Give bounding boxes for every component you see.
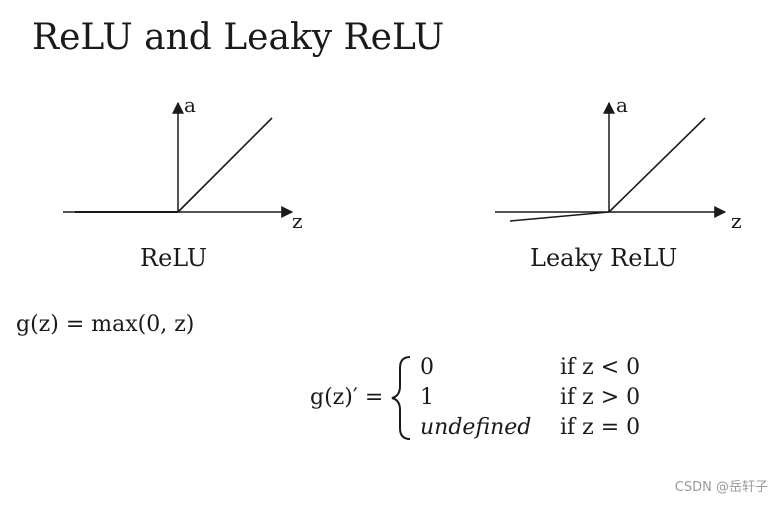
leaky-relu-caption: Leaky ReLU	[530, 244, 678, 272]
case-condition-1: if z > 0	[560, 385, 641, 410]
relu-y-axis-label: a	[184, 93, 196, 117]
case-value-1: 1	[420, 385, 434, 410]
leaky-relu-x-axis-label: z	[731, 209, 742, 233]
leaky-relu-diagram	[495, 101, 727, 222]
relu-positive-segment	[177, 117, 273, 213]
page-title: ReLU and Leaky ReLU	[32, 17, 445, 58]
case-value-2: undefined	[420, 415, 532, 440]
case-value-0: 0	[420, 355, 434, 380]
case-condition-0: if z < 0	[560, 355, 641, 380]
relu-x-axis-label: z	[292, 209, 303, 233]
leaky-relu-positive-segment	[608, 117, 706, 213]
leaky-relu-y-axis-label: a	[616, 93, 628, 117]
relu-caption: ReLU	[140, 244, 208, 272]
derivative-lhs: g(z)′ =	[310, 385, 384, 410]
relu-diagram	[63, 101, 294, 218]
watermark: CSDN @岳轩子	[674, 480, 768, 495]
case-condition-2: if z = 0	[560, 415, 641, 440]
g-definition: g(z) = max(0, z)	[16, 312, 195, 337]
leaky-relu-negative-segment	[509, 211, 610, 222]
cases-brace	[391, 356, 411, 440]
